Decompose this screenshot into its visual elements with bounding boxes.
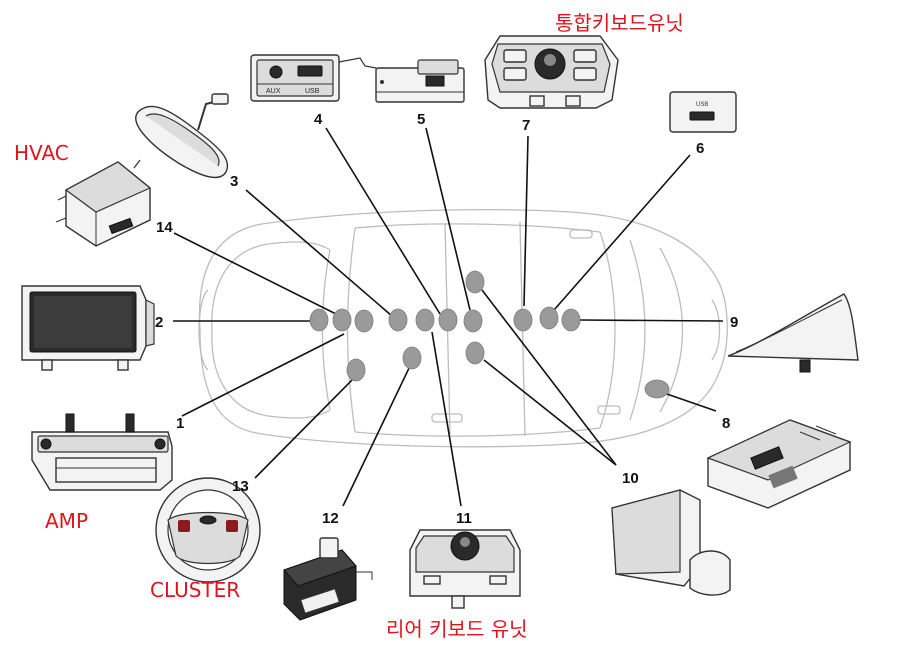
amp-head-unit-image: [31, 413, 173, 491]
rear-keyboard-image: [409, 529, 521, 609]
label-hvac: HVAC: [14, 141, 69, 165]
label-rear-keyboard: 리어 키보드 유닛: [386, 617, 528, 641]
marker-13: [346, 358, 366, 382]
module-10-image: [611, 489, 731, 596]
marker-3: [388, 308, 408, 332]
callout-2: 2: [155, 314, 163, 331]
usb-module: [375, 59, 465, 103]
callout-8: 8: [722, 415, 730, 432]
callout-11: 11: [456, 510, 472, 527]
callout-5: 5: [417, 111, 425, 128]
callout-12: 12: [322, 510, 339, 527]
aux-text: AUX: [266, 88, 281, 95]
label-amp: AMP: [45, 509, 88, 533]
usb-text: USB: [305, 88, 320, 95]
marker-10a: [465, 270, 485, 294]
callout-13: 13: [232, 478, 249, 495]
marker-12: [402, 346, 422, 370]
marker-11: [415, 308, 435, 332]
steering-wheel-image: [155, 477, 261, 583]
marker-1: [354, 309, 374, 333]
callout-10: 10: [622, 470, 639, 487]
callout-9: 9: [730, 314, 738, 331]
display-monitor-image: [21, 285, 155, 371]
usb-small-text: USB: [696, 102, 708, 108]
aux-usb-jack: AUX USB: [250, 54, 377, 102]
label-cluster: CLUSTER: [150, 578, 240, 602]
marker-10b: [465, 341, 485, 365]
car-outline: [198, 208, 728, 448]
marker-9: [561, 308, 581, 332]
callout-6: 6: [696, 140, 704, 157]
callout-numbers: 1 2 3 4 5 6 7 8 9 10 11 12 13 14: [155, 111, 738, 527]
leader-lines: [173, 127, 724, 507]
mirror-image: [135, 93, 229, 179]
usb-port-image: USB: [669, 91, 737, 133]
label-keyboard-unit: 통합키보드유닛: [555, 11, 684, 35]
component-labels: 통합키보드유닛 HVAC AMP CLUSTER 리어 키보드 유닛: [14, 11, 684, 641]
marker-14: [332, 308, 352, 332]
callout-14: 14: [156, 219, 173, 236]
hvac-module-image: [55, 159, 152, 247]
marker-8: [644, 379, 670, 399]
antenna-image: [727, 293, 859, 373]
callout-1: 1: [176, 415, 184, 432]
module-8-image: [706, 419, 852, 509]
location-markers: [309, 270, 670, 399]
keyboard-unit-image: [484, 35, 619, 109]
callout-4: 4: [314, 111, 323, 128]
marker-7: [513, 308, 533, 332]
callout-7: 7: [522, 117, 530, 134]
callout-3: 3: [230, 173, 238, 190]
marker-5: [463, 309, 483, 333]
marker-2: [309, 308, 329, 332]
marker-6: [539, 306, 559, 330]
module-12-image: [283, 537, 373, 621]
marker-4: [438, 308, 458, 332]
